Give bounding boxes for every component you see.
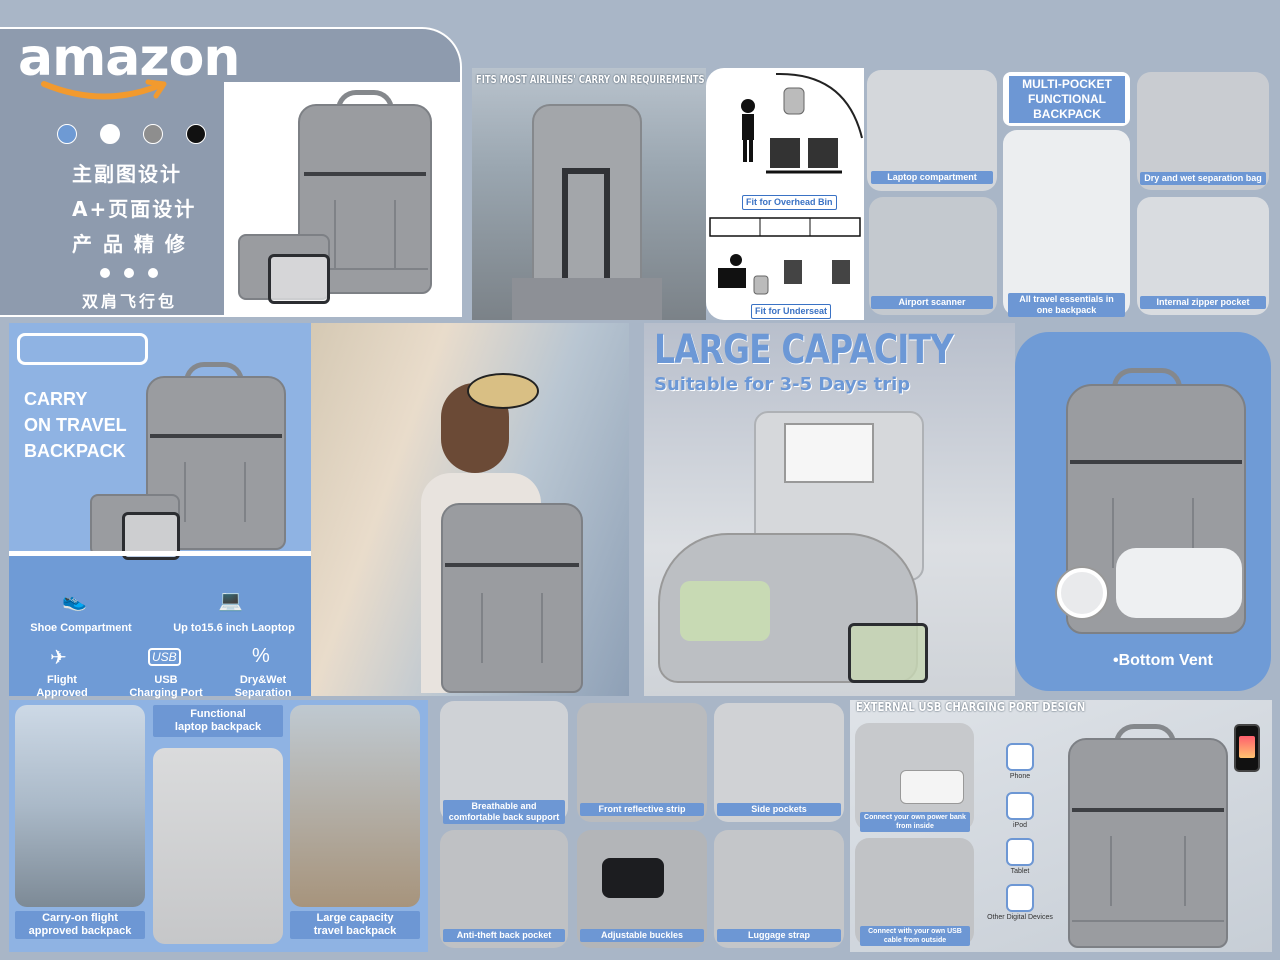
buckles-caption: Adjustable buckles	[580, 929, 704, 942]
essentials-card	[1003, 130, 1130, 316]
large-capacity-title: LARGE CAPACITY	[654, 327, 954, 373]
laptop-woman-photo	[153, 748, 283, 944]
zipper-pocket-card	[1137, 197, 1269, 315]
buckle-icon	[602, 858, 664, 898]
dry-wet-card	[1137, 72, 1269, 190]
product-name: 双肩飞行包	[82, 292, 178, 311]
percent-icon: %	[252, 645, 270, 667]
feature-shoe: Shoe Compartment	[30, 622, 132, 634]
brand-services: 主副图设计 A+页面设计 产 品 精 修	[72, 158, 196, 263]
usb-title: EXTERNAL USB CHARGING PORT DESIGN	[856, 700, 1086, 714]
side-caption: Side pockets	[717, 803, 841, 816]
inside-caption: Connect your own power bank from inside	[860, 812, 970, 832]
swatch-white[interactable]	[100, 124, 120, 144]
reflective-card	[577, 703, 707, 822]
laptop-compartment-card	[867, 70, 997, 191]
airport-photo	[15, 705, 145, 907]
man-photo	[290, 705, 420, 907]
airplane-icon: ✈	[50, 647, 67, 669]
scanner-caption: Airport scanner	[871, 296, 993, 309]
vent-icon	[1057, 568, 1107, 618]
antitheft-card	[440, 830, 568, 948]
breathable-caption: Breathable and comfortable back support	[443, 800, 565, 824]
essentials-caption: All travel essentials in one backpack	[1008, 293, 1125, 317]
label-box	[17, 333, 148, 365]
power-bank-icon	[900, 770, 964, 804]
phone-icon	[1006, 743, 1034, 771]
device-label: Other Digital Devices	[987, 914, 1053, 921]
usb-backpack	[1060, 724, 1236, 950]
luggage-caption: Luggage strap	[717, 929, 841, 942]
laptop-caption: Laptop compartment	[871, 171, 993, 184]
side-pocket-card	[714, 703, 844, 822]
bottom-vent-label: •Bottom Vent	[1113, 652, 1213, 669]
ipod-icon	[1006, 792, 1034, 820]
carry-on-title: CARRY ON TRAVEL BACKPACK	[24, 389, 127, 461]
battery-icon	[1239, 736, 1255, 758]
laptop-icon: 💻	[218, 590, 243, 612]
amazon-logo: amazon	[18, 28, 240, 88]
underseat-caption: Fit for Underseat	[751, 304, 832, 319]
other-devices-icon	[1006, 884, 1034, 912]
service-line: 主副图设计	[72, 162, 182, 186]
usb-icon: USB	[148, 648, 181, 666]
device-label: iPod	[1012, 822, 1027, 829]
luggage-photo	[472, 68, 706, 320]
woman-photo	[311, 323, 629, 696]
overhead-diagram	[706, 68, 864, 320]
outside-caption: Connect with your own USB cable from out…	[860, 926, 970, 946]
product-photo	[224, 82, 460, 315]
feature-laptop: Up to15.6 inch Laoptop	[173, 622, 295, 634]
swatch-grey[interactable]	[143, 124, 163, 144]
dry-wet-caption: Dry and wet separation bag	[1140, 172, 1266, 185]
antitheft-caption: Anti-theft back pocket	[443, 929, 565, 942]
reflective-caption: Front reflective strip	[580, 803, 704, 816]
swatch-blue[interactable]	[57, 124, 77, 144]
overhead-caption: Fit for Overhead Bin	[742, 195, 837, 210]
amazon-smile-icon	[41, 79, 167, 100]
decorative-dots	[100, 268, 158, 278]
large-capacity-panel	[644, 323, 1015, 696]
tablet-icon	[1006, 838, 1034, 866]
shoe-icon: 👟	[62, 590, 87, 612]
airport-scanner-card	[869, 197, 997, 315]
device-label: Tablet	[1010, 868, 1030, 875]
color-swatches	[57, 124, 206, 144]
swatch-black[interactable]	[186, 124, 206, 144]
requirements-title: FITS MOST AIRLINES' CARRY ON REQUIREMENT…	[476, 73, 705, 86]
device-label: Phone	[1009, 773, 1031, 780]
multi-pocket-title: MULTI-POCKET FUNCTIONAL BACKPACK	[1009, 76, 1125, 123]
zipper-caption: Internal zipper pocket	[1140, 296, 1266, 309]
divider	[9, 551, 311, 556]
service-line: A+页面设计	[72, 197, 197, 221]
seat-diagram-icon	[709, 72, 863, 295]
service-line: 产 品 精 修	[72, 232, 187, 256]
luggage-strap-card	[714, 830, 844, 948]
large-capacity-subtitle: Suitable for 3-5 Days trip	[654, 374, 911, 395]
